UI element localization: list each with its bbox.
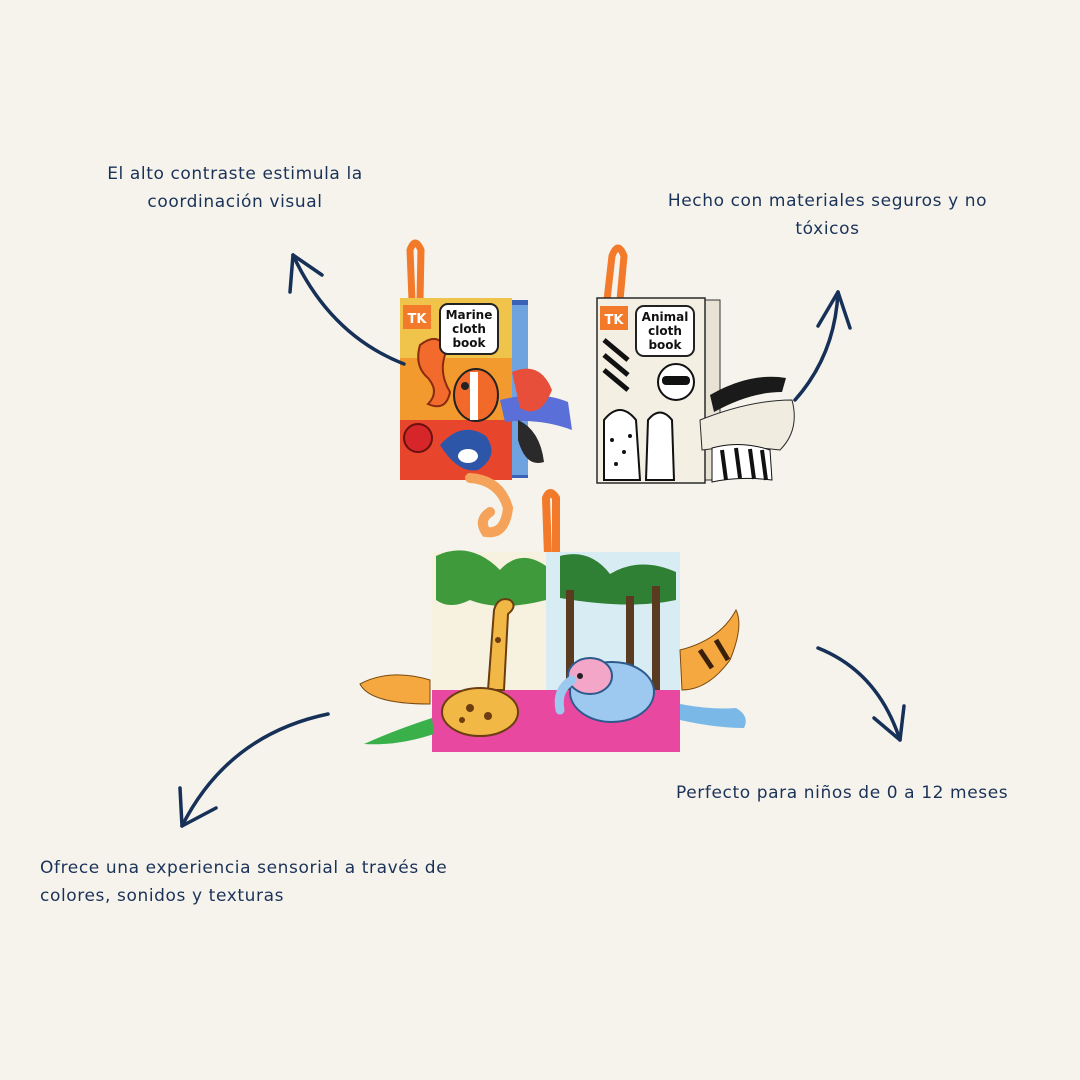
elephant-trunk (554, 675, 577, 715)
marine-title-line: book (452, 336, 486, 350)
animal-brand-text: TK (605, 313, 625, 328)
animal-title-line: cloth (648, 324, 682, 338)
caption-line: El alto contraste estimula la (107, 164, 363, 184)
marine-tail-dark (518, 420, 544, 464)
elephant-ear (567, 657, 613, 695)
animal-hang-loop (603, 244, 628, 304)
clownfish-eye (461, 382, 469, 390)
arrow-bottom-right (816, 646, 906, 742)
caption-safe-materials: Hecho con materiales seguros y no tóxico… (635, 187, 1020, 243)
marine-tail-red (512, 368, 552, 412)
animal-title-badge (635, 305, 695, 357)
giraffe (486, 598, 515, 691)
marine-title-line: Marine (446, 308, 493, 322)
callout-arrows (178, 253, 906, 828)
jungle-cloth-book-open (359, 489, 746, 752)
caption-line: colores, sonidos y texturas (40, 886, 285, 906)
zebra-stripes (602, 338, 630, 392)
marine-tail-blue (500, 395, 572, 430)
marine-brand-text: TK (408, 312, 428, 327)
jungle-tail-giraffe (359, 674, 431, 705)
caption-sensory-experience: Ofrece una experiencia sensorial a travé… (40, 854, 510, 910)
llama (644, 411, 676, 481)
animal-title-line: book (648, 338, 682, 352)
crab (403, 423, 433, 453)
marine-tail-orange (465, 473, 514, 538)
jungle-tail-tiger (679, 608, 740, 691)
animal-title-line: Animal (642, 310, 689, 324)
dolphin-belly (458, 449, 478, 463)
caption-line: Hecho con materiales seguros y no (667, 191, 988, 211)
raccoon-mask (662, 376, 690, 385)
arrow-bottom-left (178, 712, 330, 828)
caption-line: coordinación visual (147, 192, 323, 212)
arrow-top-right (793, 290, 852, 402)
jungle-hang-loop (541, 489, 560, 560)
giraffe-body (441, 687, 519, 737)
jungle-foliage (560, 554, 676, 605)
caption-line: Ofrece una experiencia sensorial a travé… (40, 858, 448, 878)
marine-title-badge (439, 303, 499, 355)
caption-age-range: Perfecto para niños de 0 a 12 meses (676, 779, 1056, 807)
jungle-tail-crocodile (364, 718, 434, 745)
caption-high-contrast: El alto contraste estimula la coordinaci… (80, 160, 390, 216)
animal-tail-black (710, 376, 786, 412)
jungle-foliage (436, 550, 546, 606)
arrow-top-left (288, 253, 406, 366)
caption-line: Perfecto para niños de 0 a 12 meses (676, 783, 1009, 803)
animal-cloth-book: TK Animal cloth book (596, 244, 795, 484)
clownfish-stripe (470, 372, 478, 420)
cheetah (603, 409, 642, 481)
marine-brand-tag (403, 305, 431, 329)
marine-cloth-book: TK Marine cloth book (400, 239, 572, 538)
marine-title-line: cloth (452, 322, 486, 336)
jungle-tail-elephant (680, 704, 746, 728)
marine-hang-loop (406, 239, 425, 304)
animal-brand-tag (600, 306, 628, 330)
caption-line: tóxicos (795, 219, 860, 239)
